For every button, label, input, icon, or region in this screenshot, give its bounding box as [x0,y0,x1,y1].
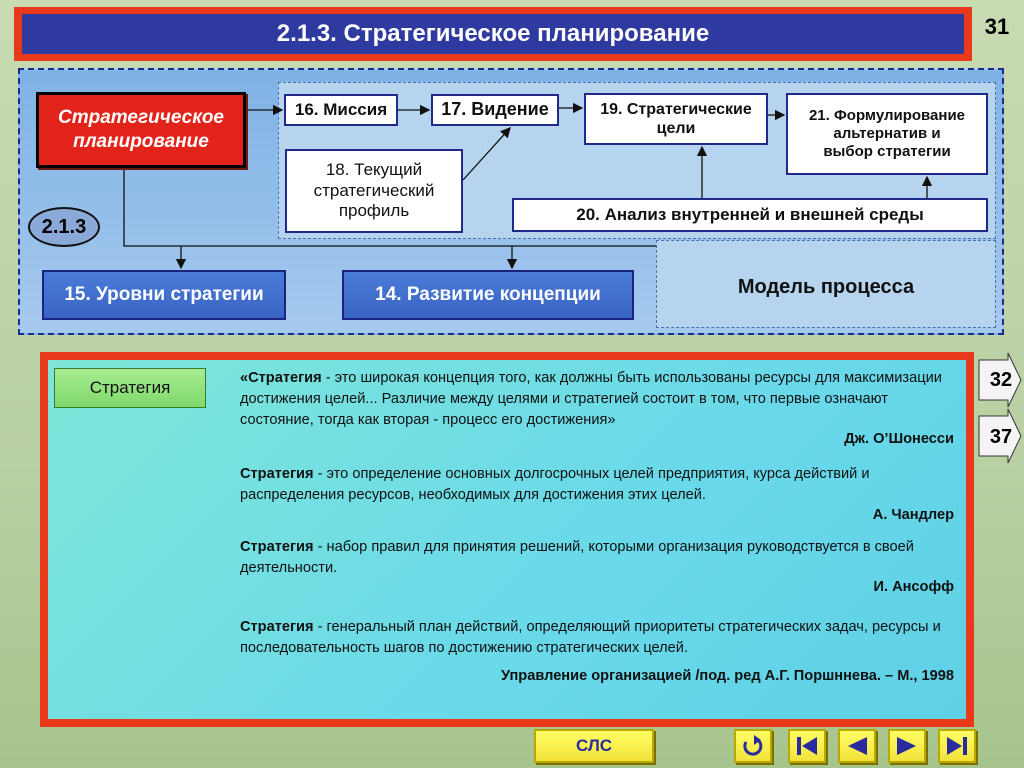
side-nav-label: 32 [989,369,1013,391]
definition-item: Стратегия - это определение основных дол… [240,464,954,506]
connector-main-down [123,170,656,247]
box18-line-3: профиль [338,201,410,221]
first-slide-icon [797,737,817,755]
main-box-line-1: Стратегическое [58,107,224,129]
definition-term: Стратегия [240,619,314,635]
side-nav-label: 37 [989,426,1013,448]
return-button[interactable] [734,729,772,763]
strategic-planning-box[interactable]: Стратегическое планирование [36,92,246,168]
goto-slide-32-button[interactable]: 32 [978,352,1022,408]
mission-box[interactable]: 16. Миссия [284,94,398,126]
definition-text: - генеральный план действий, определяющи… [240,619,941,656]
definition-text: - набор правил для принятия решений, кот… [240,539,914,576]
definition-author: А. Чандлер [872,507,954,523]
next-slide-button[interactable] [888,729,926,763]
right-arrow-icon [978,352,1022,408]
definition-term: «Стратегия [240,370,322,386]
environment-analysis-box[interactable]: 20. Анализ внутренней и внешней среды [512,198,988,232]
definition-term: Стратегия [240,466,314,482]
box21-line-1: 21. Формулирование [808,107,966,124]
definition-item: Стратегия - генеральный план действий, о… [240,617,954,659]
strategy-choice-box[interactable]: 21. Формулирование альтернатив и выбор с… [786,93,988,175]
previous-slide-button[interactable] [838,729,876,763]
last-slide-icon [947,737,967,755]
right-arrow-icon [978,408,1022,464]
first-slide-button[interactable] [788,729,826,763]
definition-item: «Стратегия - это широкая концепция того,… [240,368,954,431]
last-slide-button[interactable] [938,729,976,763]
connector-18-to-17 [462,127,511,181]
return-icon [743,735,763,756]
previous-slide-icon [848,737,867,755]
strategic-goals-box[interactable]: 19. Стратегические цели [584,93,768,145]
box21-line-3: выбор стратегии [823,143,951,160]
box18-line-1: 18. Текущий [325,160,423,180]
definition-text: - это определение основных долгосрочных … [240,466,870,503]
box19-line-2: цели [656,120,696,137]
vision-box[interactable]: 17. Видение [431,94,559,126]
box18-line-2: стратегический [313,180,435,200]
slide-number: 31 [984,14,1010,39]
box21-line-2: альтернатив и [833,125,941,142]
definition-author: Дж. О’Шонесси [844,431,954,447]
cls-button[interactable]: СЛС [534,729,654,763]
strategic-profile-box[interactable]: 18. Текущий стратегический профиль [285,149,463,233]
model-panel [656,240,996,328]
goto-slide-37-button[interactable]: 37 [978,408,1022,464]
page-title: 2.1.3. Стратегическое планирование [22,14,964,54]
definition-term: Стратегия [240,539,314,555]
strategy-levels-button[interactable]: 15. Уровни стратегии [42,270,286,320]
concept-development-button[interactable]: 14. Развитие концепции [342,270,634,320]
next-slide-icon [897,737,916,755]
model-label: Модель процесса [737,276,915,298]
definitions-panel [48,360,966,719]
definition-item: Стратегия - набор правил для принятия ре… [240,537,954,579]
definition-author: Управление организацией /под. ред А.Г. П… [500,668,954,684]
box19-line-1: 19. Стратегические [600,100,752,118]
strategy-tag-button[interactable]: Стратегия [54,368,206,408]
definition-text: - это широкая концепция того, как должны… [240,370,942,428]
section-badge[interactable]: 2.1.3 [28,207,100,247]
definition-author: И. Ансофф [873,579,954,595]
main-box-line-2: планирование [73,131,209,152]
